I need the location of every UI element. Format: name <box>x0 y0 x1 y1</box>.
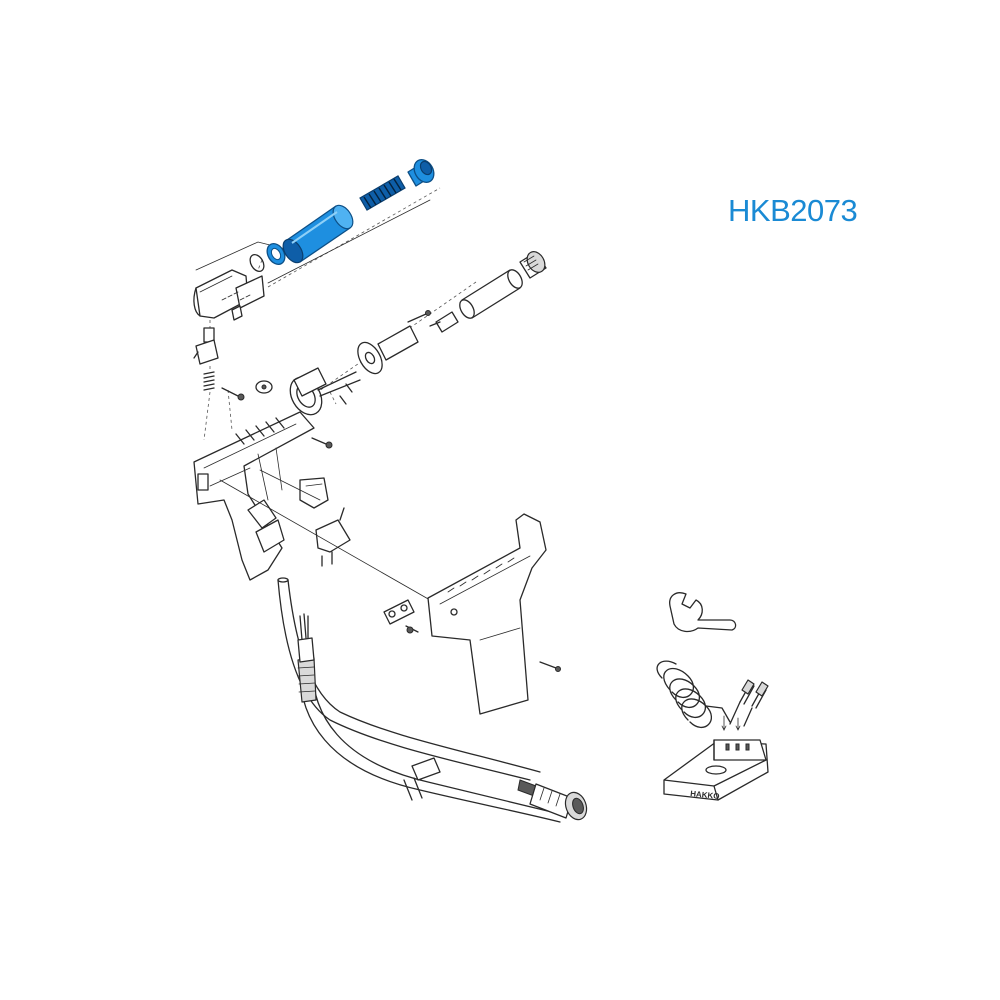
washer[interactable] <box>255 380 273 394</box>
cable-connector[interactable] <box>517 779 590 823</box>
grip-handle[interactable] <box>427 513 547 715</box>
cable-clamp[interactable] <box>383 599 419 634</box>
nozzle-nut[interactable] <box>519 248 548 279</box>
frame-screw[interactable] <box>221 387 245 401</box>
part-code-label: HKB2073 <box>728 193 858 228</box>
heater-tube[interactable] <box>279 202 357 267</box>
highlighted-heater-assembly[interactable] <box>195 156 441 288</box>
wrench-tool[interactable] <box>669 592 737 633</box>
front-housing[interactable] <box>193 269 265 321</box>
nozzle-tube[interactable] <box>457 267 525 320</box>
stand-brand-label: HAKKO <box>690 789 720 801</box>
heater-cap-nut[interactable] <box>407 156 438 187</box>
main-frame[interactable] <box>193 389 315 581</box>
tube-fitting[interactable] <box>193 320 219 365</box>
grip-screw[interactable] <box>539 661 561 672</box>
iron-holder-coil[interactable] <box>656 660 731 731</box>
heater-element-assembly[interactable] <box>284 281 477 420</box>
micro-switch[interactable] <box>315 507 351 567</box>
cleaning-pins[interactable] <box>729 679 769 731</box>
desoldering-nozzle[interactable] <box>429 311 459 333</box>
trigger-lever[interactable] <box>299 477 329 509</box>
snap-ring[interactable] <box>247 252 266 274</box>
heater-spring[interactable] <box>359 175 406 211</box>
element-screw[interactable] <box>311 437 333 449</box>
iron-stand-base[interactable] <box>663 739 769 801</box>
cord-clip[interactable] <box>411 757 441 781</box>
small-spring[interactable] <box>203 366 215 391</box>
